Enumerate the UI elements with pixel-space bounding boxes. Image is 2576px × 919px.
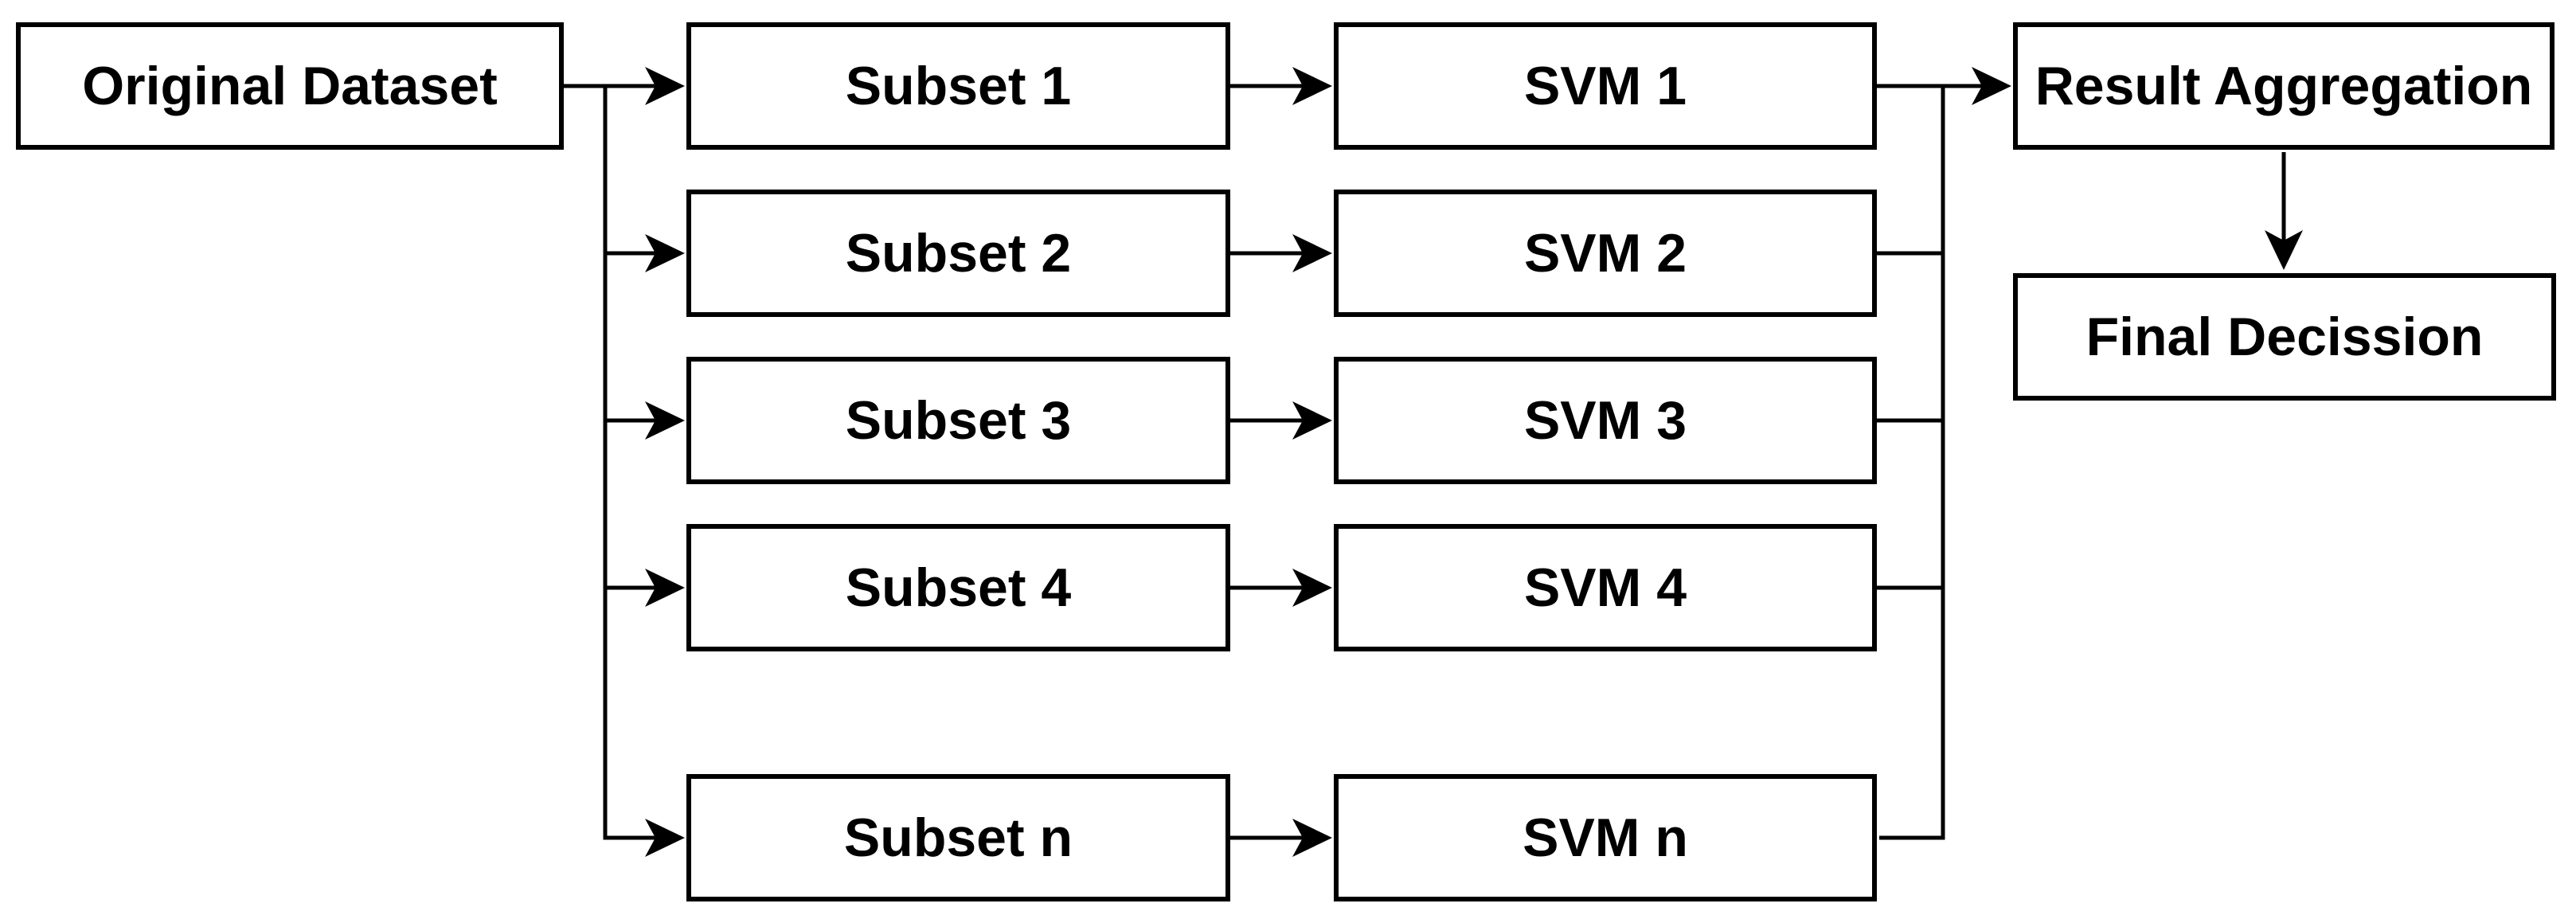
edge-branch-trunk-and-subset-n <box>603 86 667 840</box>
node-svm-1: SVM 1 <box>1334 22 1877 150</box>
node-subset-n: Subset n <box>686 774 1230 901</box>
node-svm-4: SVM 4 <box>1334 524 1877 651</box>
node-subset-1: Subset 1 <box>686 22 1230 150</box>
arrowhead-svm-2 <box>1292 234 1332 272</box>
node-svm-n: SVM n <box>1334 774 1877 901</box>
edge-collector-trunk-and-svm-n <box>1879 86 1945 840</box>
arrowhead-result-aggregation <box>1972 67 2011 105</box>
arrowhead-subset-2 <box>645 234 685 272</box>
arrowhead-svm-3 <box>1292 401 1332 440</box>
node-subset-2: Subset 2 <box>686 190 1230 317</box>
arrowhead-subset-4 <box>645 569 685 607</box>
node-svm-2: SVM 2 <box>1334 190 1877 317</box>
node-svm-3: SVM 3 <box>1334 357 1877 484</box>
arrowhead-svm-n <box>1292 819 1332 857</box>
arrowhead-subset-1 <box>645 67 685 105</box>
node-subset-3: Subset 3 <box>686 357 1230 484</box>
arrowhead-svm-1 <box>1292 67 1332 105</box>
node-subset-4: Subset 4 <box>686 524 1230 651</box>
arrowhead-subset-3 <box>645 401 685 440</box>
arrowhead-svm-4 <box>1292 569 1332 607</box>
arrowhead-subset-n <box>645 819 685 857</box>
arrowhead-final-decision <box>2265 230 2303 270</box>
node-result-aggregation: Result Aggregation <box>2013 22 2555 150</box>
node-final-decision: Final Decission <box>2013 273 2556 401</box>
node-original-dataset: Original Dataset <box>16 22 564 150</box>
